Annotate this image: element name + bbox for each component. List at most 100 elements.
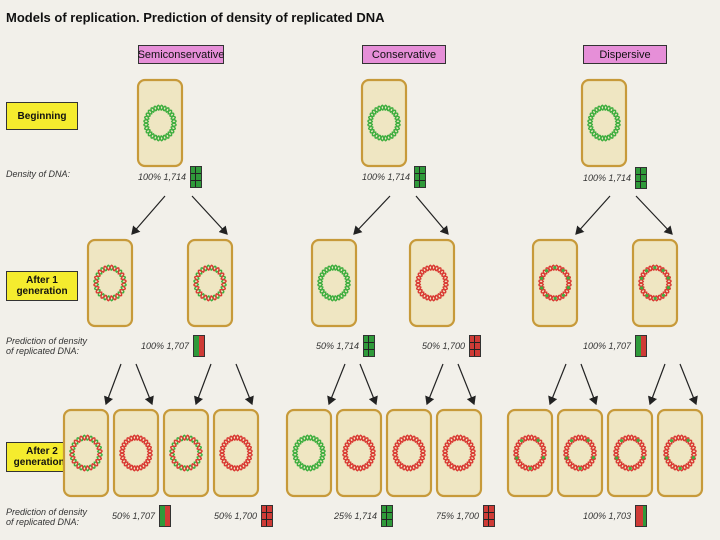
dna-speckle <box>637 439 640 442</box>
density-cons-gen2-b: 75% 1,700 <box>436 505 495 527</box>
dna-speckle <box>687 439 690 442</box>
arrow-icon <box>416 196 448 234</box>
density-value: 50% 1,714 <box>316 341 359 351</box>
dna-speckle <box>565 456 568 459</box>
cell <box>287 410 331 496</box>
dna-speckle <box>554 297 557 300</box>
density-value: 100% 1,714 <box>583 173 631 183</box>
density-disp-gen1: 100% 1,707 <box>583 335 647 357</box>
dna-speckle <box>654 297 657 300</box>
density-value: 50% 1,700 <box>214 511 257 521</box>
dna-speckle <box>567 276 570 279</box>
density-value: 50% 1,707 <box>112 511 155 521</box>
arrow-icon <box>354 196 390 234</box>
density-disp-gen2: 100% 1,703 <box>583 505 647 527</box>
density-value: 100% 1,707 <box>583 341 631 351</box>
cell <box>533 240 577 326</box>
density-value: 100% 1,714 <box>138 172 186 182</box>
density-chip-icon <box>363 335 375 357</box>
arrow-icon <box>550 364 566 404</box>
dna-speckle <box>667 286 670 289</box>
cell <box>633 240 677 326</box>
dna-speckle <box>567 286 570 289</box>
cell <box>214 410 258 496</box>
density-chip-icon <box>483 505 495 527</box>
dna-speckle <box>640 286 643 289</box>
cell <box>114 410 158 496</box>
dna-speckle <box>570 439 573 442</box>
dna-speckle <box>615 456 618 459</box>
arrow-icon <box>427 364 443 404</box>
dna-speckle <box>662 269 665 272</box>
cell <box>387 410 431 496</box>
density-cons-gen1-a: 50% 1,714 <box>316 335 375 357</box>
cell <box>658 410 702 496</box>
dna-speckle <box>520 439 523 442</box>
arrow-icon <box>136 364 152 404</box>
dna-speckle <box>662 294 665 297</box>
density-cons-beginning: 100% 1,714 <box>362 166 426 188</box>
cell <box>164 410 208 496</box>
arrow-icon <box>236 364 252 404</box>
dna-speckle <box>620 439 623 442</box>
dna-speckle <box>670 439 673 442</box>
density-value: 25% 1,714 <box>334 511 377 521</box>
density-chip-icon <box>635 505 647 527</box>
dna-speckle <box>540 286 543 289</box>
density-value: 100% 1,707 <box>141 341 189 351</box>
arrow-icon <box>581 364 596 404</box>
density-chip-icon <box>190 166 202 188</box>
density-cons-gen2-a: 25% 1,714 <box>334 505 393 527</box>
density-chip-icon <box>261 505 273 527</box>
arrow-icon <box>132 196 165 234</box>
density-value: 50% 1,700 <box>422 341 465 351</box>
density-chip-icon <box>635 167 647 189</box>
cell <box>188 240 232 326</box>
cell <box>337 410 381 496</box>
arrow-icon <box>360 364 376 404</box>
dna-speckle <box>667 276 670 279</box>
density-chip-icon <box>381 505 393 527</box>
density-semi-gen1: 100% 1,707 <box>141 335 205 357</box>
density-semi-beginning: 100% 1,714 <box>138 166 202 188</box>
cell <box>582 80 626 166</box>
dna-speckle <box>592 456 595 459</box>
arrow-icon <box>458 364 474 404</box>
dna-speckle <box>640 277 643 280</box>
dna-speckle <box>553 266 556 269</box>
arrow-icon <box>196 364 211 404</box>
dna-speckle <box>629 467 632 470</box>
cell <box>437 410 481 496</box>
dna-speckle <box>579 467 582 470</box>
density-value: 100% 1,714 <box>362 172 410 182</box>
density-cons-gen1-b: 50% 1,700 <box>422 335 481 357</box>
dna-speckle <box>679 467 682 470</box>
dna-speckle <box>665 456 668 459</box>
arrow-icon <box>106 364 121 404</box>
dna-speckle <box>642 456 645 459</box>
dna-speckle <box>529 467 532 470</box>
density-value: 100% 1,703 <box>583 511 631 521</box>
density-chip-icon <box>159 505 171 527</box>
dna-speckle <box>537 439 540 442</box>
density-semi-gen2-a: 50% 1,707 <box>112 505 171 527</box>
cell <box>312 240 356 326</box>
density-value: 75% 1,700 <box>436 511 479 521</box>
dna-speckle <box>653 266 656 269</box>
dna-speckle <box>542 456 545 459</box>
cell <box>508 410 552 496</box>
density-chip-icon <box>469 335 481 357</box>
dna-speckle <box>545 269 548 272</box>
cell <box>608 410 652 496</box>
cell <box>410 240 454 326</box>
dna-speckle <box>562 294 565 297</box>
dna-speckle <box>515 456 518 459</box>
arrow-icon <box>329 364 345 404</box>
density-chip-icon <box>635 335 647 357</box>
dna-speckle <box>562 269 565 272</box>
density-semi-gen2-b: 50% 1,700 <box>214 505 273 527</box>
density-chip-icon <box>193 335 205 357</box>
density-chip-icon <box>414 166 426 188</box>
arrow-icon <box>636 196 672 234</box>
